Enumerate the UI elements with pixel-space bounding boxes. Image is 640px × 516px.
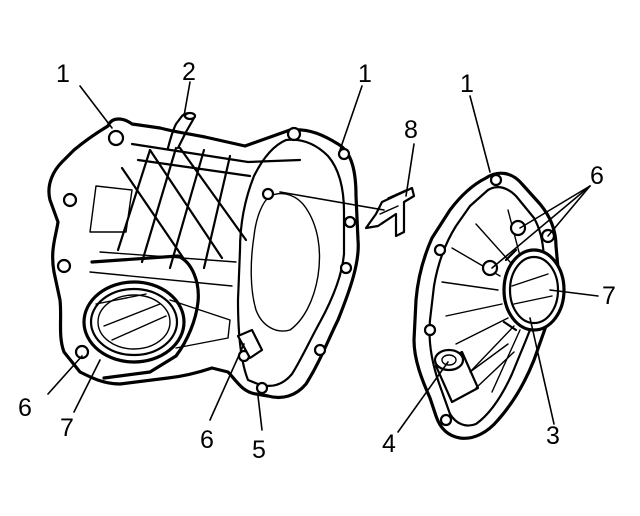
callout-1-right: 1	[460, 70, 474, 98]
clip-part	[364, 186, 416, 238]
callout-1-middle: 1	[358, 60, 372, 88]
front-case-outline	[47, 117, 360, 400]
callout-4: 4	[382, 430, 396, 458]
leader-lines	[47, 81, 599, 433]
front-case-half	[47, 111, 360, 400]
rear-output-bore	[502, 248, 566, 332]
callout-6-middle: 6	[200, 426, 214, 454]
callout-6-left: 6	[18, 394, 32, 422]
callout-5: 5	[252, 436, 266, 464]
rear-case-flange	[428, 186, 546, 427]
front-output-bore	[82, 254, 231, 380]
callout-labels: 1 2 1 8 1 6 7 6 7 6 5 4 3	[18, 58, 616, 464]
callout-2: 2	[182, 58, 196, 86]
callout-3: 3	[546, 422, 560, 450]
rear-case-outline	[412, 171, 560, 440]
front-case-flange	[236, 138, 346, 387]
front-case-rib-top	[130, 142, 302, 164]
front-case-cavity	[250, 192, 321, 332]
callout-7-right: 7	[602, 282, 616, 310]
rear-case-half	[412, 171, 566, 440]
callout-1-left: 1	[56, 60, 70, 88]
callout-6-right: 6	[590, 162, 604, 190]
callout-8: 8	[404, 116, 418, 144]
callout-7-left: 7	[60, 414, 74, 442]
